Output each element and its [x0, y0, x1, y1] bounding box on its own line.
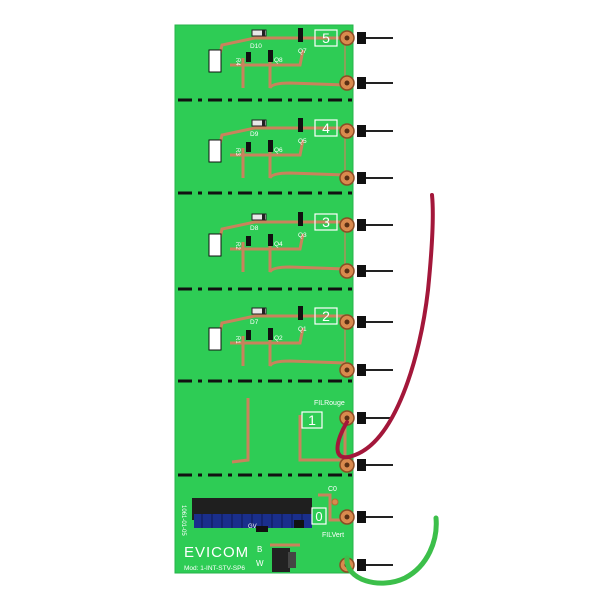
terminal-pin	[339, 362, 393, 378]
terminal-pin	[339, 314, 393, 330]
channel-1-number: 1	[308, 412, 316, 428]
diode	[251, 213, 267, 221]
diode-label: D9	[250, 131, 259, 138]
resistor-label: R1	[234, 336, 240, 344]
side-text: 1061-01-05	[180, 505, 186, 536]
diode	[251, 307, 267, 315]
transistor-upper-label: Q1	[298, 326, 307, 333]
diode-label: D7	[250, 319, 259, 326]
channel-number: 5	[322, 30, 330, 46]
terminal-pin	[339, 170, 393, 186]
transistor-lower	[268, 50, 273, 62]
diode	[251, 119, 267, 127]
transistor-upper	[298, 118, 303, 132]
terminal-pin	[339, 410, 393, 426]
channel-number: 2	[322, 308, 330, 324]
terminal-pin	[339, 217, 393, 233]
resistor	[246, 330, 251, 340]
terminal-pin	[339, 509, 393, 525]
terminal-pin	[339, 75, 393, 91]
transistor-upper-label: Q5	[298, 138, 307, 145]
resistor	[246, 236, 251, 246]
label-gv: GV	[248, 524, 257, 530]
transistor-lower	[268, 140, 273, 152]
capacitor-label: C0	[328, 486, 337, 493]
terminal-pins	[339, 30, 393, 573]
channel-0: 0 FILVert C0 EVICOM Mod: 1-INT-STV-SP6 1…	[180, 486, 345, 572]
transistor-lower-label: Q2	[274, 335, 283, 342]
jack-connector	[272, 548, 290, 572]
transistor-upper	[298, 212, 303, 226]
channel-1: 1 FILRouge	[231, 398, 347, 464]
transistor-upper	[298, 306, 303, 320]
pcb-board	[175, 25, 353, 573]
terminal-pin	[339, 30, 393, 46]
terminal-pin	[339, 263, 393, 279]
brand-name: EVICOM	[184, 544, 249, 561]
terminal-pin	[339, 457, 393, 473]
label-w: W	[256, 559, 264, 568]
model-text: Mod: 1-INT-STV-SP6	[184, 565, 245, 572]
transistor-lower	[268, 234, 273, 246]
transistor-lower	[268, 328, 273, 340]
diode	[251, 29, 267, 37]
resistor-label: R2	[234, 242, 240, 250]
green-wire	[344, 515, 439, 586]
label-b: B	[257, 545, 262, 554]
transistor-lower-label: Q4	[274, 241, 283, 248]
red-wire	[335, 193, 435, 460]
channel-1-wire-label: FILRouge	[314, 400, 345, 407]
diode-label: D10	[250, 43, 262, 50]
transistor-lower-label: Q6	[274, 147, 283, 154]
resistor	[246, 142, 251, 152]
transistor-upper-label: Q3	[298, 232, 307, 239]
terminal-pin	[339, 123, 393, 139]
resistor-label: R3	[234, 148, 240, 156]
diode-label: D8	[250, 225, 259, 232]
pcb-board-edge	[174, 24, 354, 574]
channel-0-wire-label: FILVert	[322, 532, 344, 539]
transistor-upper	[298, 28, 303, 42]
transistor-lower-label: Q8	[274, 57, 283, 64]
channel-0-number: 0	[315, 509, 322, 524]
resistor	[246, 52, 251, 62]
transistor-upper-label: Q7	[298, 48, 307, 55]
resistor-label: R4	[234, 58, 240, 66]
channel-number: 3	[322, 214, 330, 230]
channel-number: 4	[322, 120, 330, 136]
